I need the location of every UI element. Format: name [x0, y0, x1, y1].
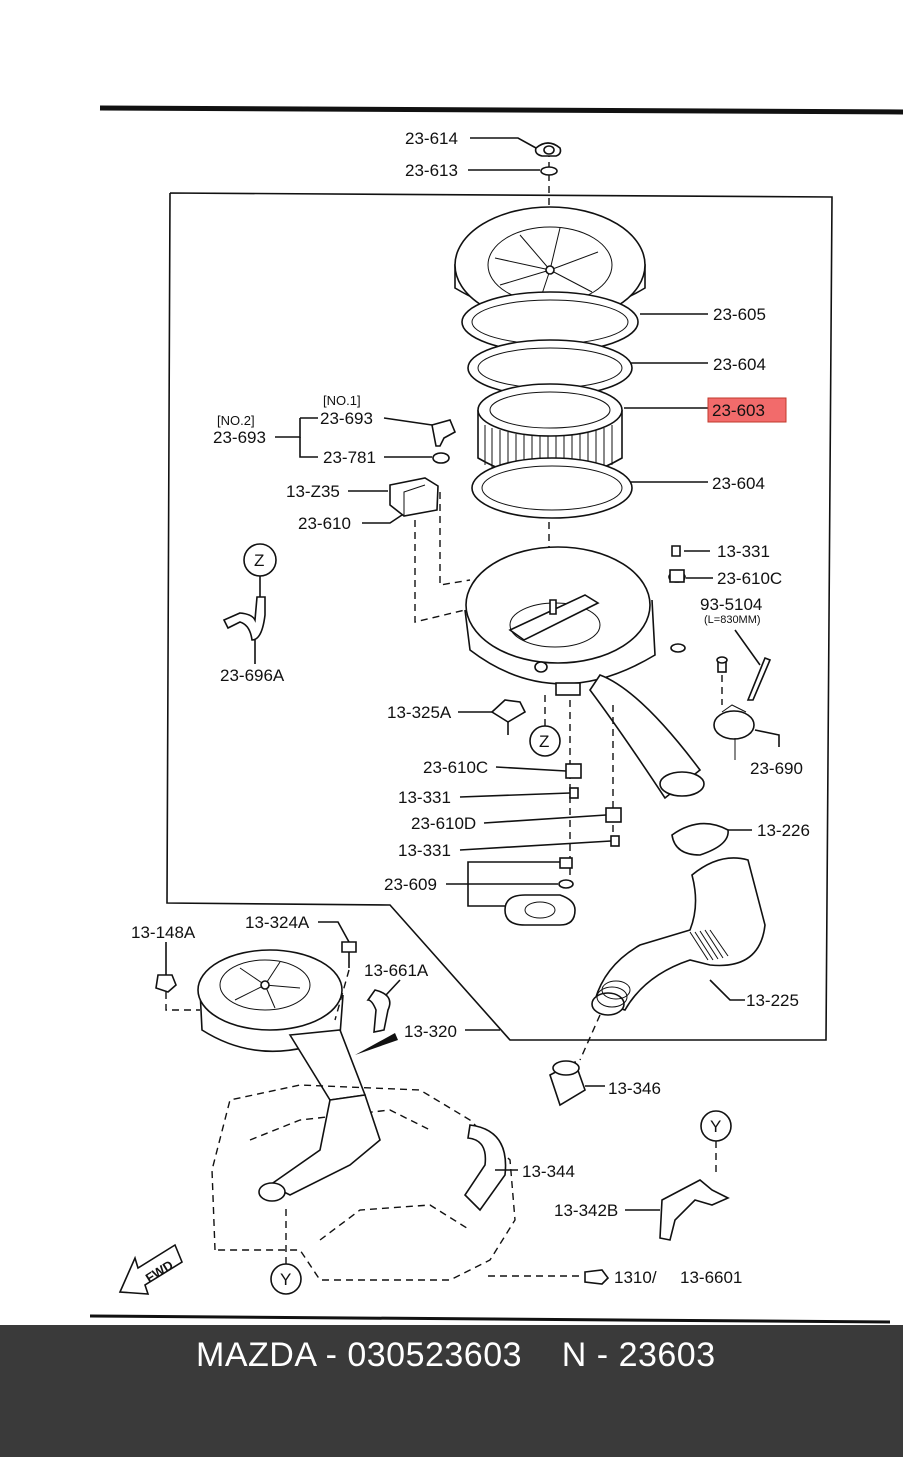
label-13-661a: 13-661A	[364, 961, 429, 980]
gasket-hole	[524, 901, 556, 919]
hose-23-696a-icon	[222, 596, 266, 641]
hose-1310-icon	[584, 1269, 610, 1285]
label-length: (L=830MM)	[704, 614, 761, 626]
label-13-346: 13-346	[608, 1079, 661, 1098]
leader-lines	[165, 137, 780, 1211]
label-13-148a: 13-148A	[131, 923, 196, 942]
assembly-arrow-icon	[355, 1033, 398, 1055]
bracket-13-342b-icon	[659, 1179, 730, 1241]
label-13-331-mid: 13-331	[398, 788, 451, 807]
pad-leader-dash	[414, 520, 466, 623]
bolt-23-609-icon	[559, 857, 573, 869]
label-z-top: Z	[254, 551, 264, 570]
label-13-225: 13-225	[746, 991, 799, 1010]
intake-duct-icon	[591, 857, 766, 1016]
grommet-23-610c-lower-icon	[565, 763, 582, 779]
label-1310: 1310/	[614, 1268, 657, 1287]
label-13-226: 13-226	[757, 821, 810, 840]
clip-13-325a-icon	[490, 699, 527, 735]
seal-ring-icon	[467, 339, 633, 397]
clamp-13-226-icon	[671, 822, 729, 856]
label-y-left: Y	[280, 1270, 291, 1289]
duct-dash	[579, 1014, 601, 1061]
label-23-690: 23-690	[750, 759, 803, 778]
footer-bar	[0, 1325, 903, 1457]
label-23-604-lower: 23-604	[712, 474, 765, 493]
label-23-696a: 23-696A	[220, 666, 285, 685]
pin-13-331-c-icon	[610, 835, 620, 847]
label-23-613: 23-613	[405, 161, 458, 180]
label-13-324a: 13-324A	[245, 913, 310, 932]
label-13-325a: 13-325A	[387, 703, 452, 722]
bolt-dash	[334, 969, 350, 1021]
grommet-23-610c-icon	[668, 569, 686, 583]
gasket-23-609-icon	[504, 894, 576, 926]
label-23-605: 23-605	[713, 305, 766, 324]
len-leader	[734, 629, 761, 666]
label-23-610: 23-610	[298, 514, 351, 533]
nut-dash	[165, 992, 200, 1011]
label-13-331-top: 13-331	[717, 542, 770, 561]
grommet-23-610d-icon	[605, 807, 622, 823]
wing-nut-icon	[534, 142, 562, 157]
assembly-boundary	[166, 192, 833, 1041]
washer-23-609-icon	[558, 879, 574, 889]
highlight-box	[707, 397, 787, 423]
label-23-693-no2: 23-693	[213, 428, 266, 447]
lower-seal-ring-icon	[471, 457, 633, 519]
hose-13-661a-icon	[366, 989, 391, 1033]
label-13-342b: 13-342B	[554, 1201, 618, 1220]
label-23-609: 23-609	[384, 875, 437, 894]
pad-leader-dash-2	[439, 492, 471, 586]
parts-diagram: FWD 23-61	[89, 105, 903, 1324]
sleeve-13-346-icon	[549, 1060, 586, 1107]
top-rule	[99, 105, 903, 115]
pin-13-331-b-icon	[569, 787, 579, 799]
label-23-693-no1: 23-693	[320, 409, 373, 428]
label-23-604-upper: 23-604	[713, 355, 766, 374]
vacuum-hose-icon	[746, 656, 772, 701]
hose-13-344-icon	[463, 1124, 507, 1212]
label-z-mid: Z	[539, 732, 549, 751]
label-no1: [NO.1]	[323, 393, 361, 408]
label-23-614: 23-614	[405, 129, 458, 148]
lower-duct-icon	[258, 1094, 381, 1202]
grommet-icon	[432, 452, 450, 464]
bottom-rule	[89, 1314, 891, 1324]
air-cleaner-housing-icon	[464, 546, 705, 800]
thermo-valve-icon	[713, 656, 755, 760]
label-no2: [NO.2]	[217, 413, 255, 428]
nut-13-148a-icon	[155, 974, 177, 993]
label-13-344: 13-344	[522, 1162, 575, 1181]
label-23-610d: 23-610D	[411, 814, 476, 833]
label-23-610c-lower: 23-610C	[423, 758, 488, 777]
label-13-320: 13-320	[404, 1022, 457, 1041]
stud-icon	[549, 599, 557, 615]
bracket-no1-icon	[431, 419, 457, 447]
washer-icon	[540, 166, 558, 176]
fwd-arrow-icon: FWD	[118, 1243, 183, 1295]
bolt-13-324a-icon	[341, 941, 357, 968]
pad-icon	[389, 477, 439, 517]
label-13-6601: 13-6601	[680, 1268, 742, 1287]
pin-13-331-icon	[671, 545, 681, 557]
label-23-781: 23-781	[323, 448, 376, 467]
assembled-air-cleaner-icon	[197, 949, 367, 1101]
label-y-right: Y	[710, 1117, 721, 1136]
label-13-331-low: 13-331	[398, 841, 451, 860]
label-93-5104: 93-5104	[700, 595, 762, 614]
part-number-caption: MAZDA - 030523603 N - 23603	[196, 1336, 716, 1374]
label-23-610c-top: 23-610C	[717, 569, 782, 588]
label-13-z35: 13-Z35	[286, 482, 340, 501]
label-23-603: 23-603	[712, 401, 765, 420]
gasket-ring-icon	[461, 291, 639, 353]
